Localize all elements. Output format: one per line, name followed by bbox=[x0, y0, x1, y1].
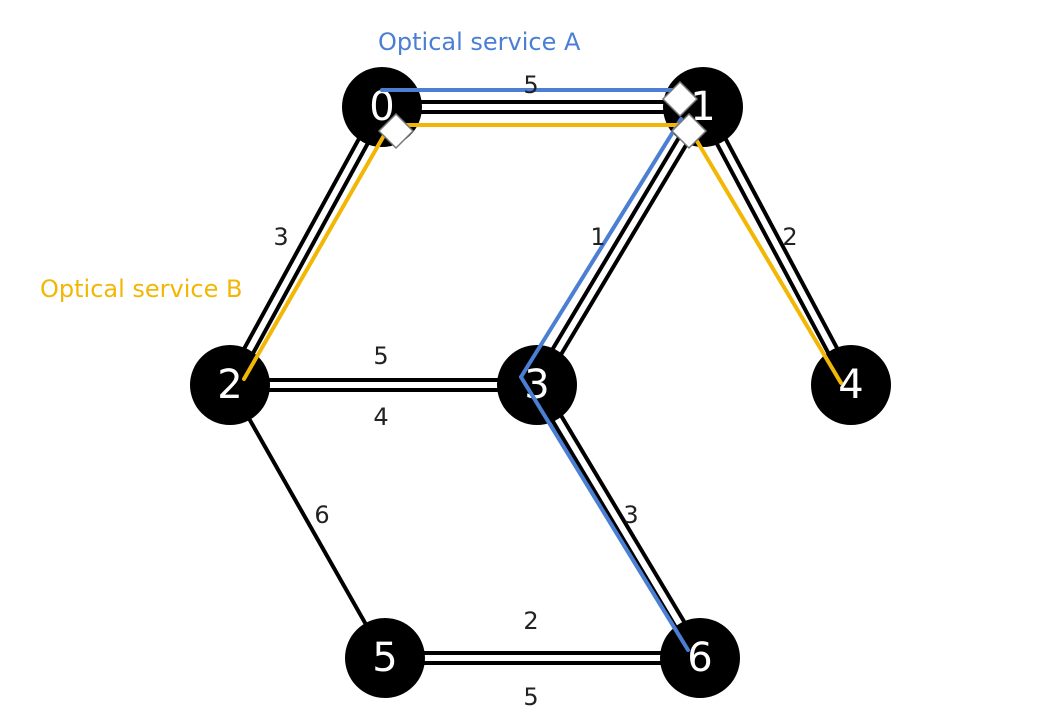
link-1-3 bbox=[530, 103, 710, 389]
link-3-6-strand-1 bbox=[539, 381, 707, 657]
legend-optical-service-b: Optical service B bbox=[40, 275, 243, 303]
link-0-1 bbox=[382, 100, 703, 114]
add-drop-marker-3 bbox=[670, 112, 708, 150]
link-0-2-weight-1: 3 bbox=[273, 223, 288, 251]
link-5-6-weight-1: 2 bbox=[523, 607, 538, 635]
service-path-service-a bbox=[380, 88, 690, 652]
node-4: 4 bbox=[811, 345, 891, 425]
node-5: 5 bbox=[345, 618, 425, 698]
link-0-2-strand-2 bbox=[223, 103, 380, 384]
service-segment-1 bbox=[242, 123, 392, 381]
link-1-4-strand-2 bbox=[696, 108, 849, 389]
link-1-4-strand-1 bbox=[705, 103, 858, 384]
link-1-4-weight-1: 2 bbox=[782, 223, 797, 251]
link-1-4 bbox=[696, 103, 858, 389]
service-segment-2 bbox=[519, 117, 683, 379]
node-5-circle bbox=[345, 618, 425, 698]
node-4-label: 4 bbox=[838, 362, 863, 408]
link-3-6-weight-1: 3 bbox=[623, 501, 638, 529]
add-drop-marker-1 bbox=[377, 112, 415, 150]
links-layer bbox=[223, 100, 858, 665]
service-segment-3 bbox=[689, 129, 843, 385]
link-5-6-weight-2: 5 bbox=[523, 683, 538, 711]
node-6: 6 bbox=[660, 618, 740, 698]
link-0-1-weight-1: 5 bbox=[523, 71, 538, 99]
add-drop-marker-2 bbox=[661, 80, 699, 118]
link-2-3-weight-1: 5 bbox=[373, 342, 388, 370]
link-1-3-strand-1 bbox=[539, 108, 710, 389]
link-0-2 bbox=[223, 103, 389, 389]
service-path-service-b bbox=[242, 123, 843, 385]
link-2-5 bbox=[228, 384, 387, 659]
add-drop-markers bbox=[377, 80, 708, 150]
node-3: 3 bbox=[497, 345, 577, 425]
services-layer bbox=[242, 88, 843, 652]
link-labels-layer: 5 3 1 2 5 4 6 3 2 5 bbox=[273, 71, 797, 711]
link-2-5-weight-1: 6 bbox=[314, 501, 329, 529]
link-0-2-strand-1 bbox=[232, 108, 389, 389]
link-5-6 bbox=[385, 651, 700, 665]
link-1-3-strand-2 bbox=[530, 103, 701, 384]
legend-optical-service-a: Optical service A bbox=[378, 28, 581, 56]
service-segment-3 bbox=[519, 375, 690, 652]
link-2-3-weight-2: 4 bbox=[373, 403, 388, 431]
node-3-circle bbox=[497, 345, 577, 425]
node-2-label: 2 bbox=[217, 362, 242, 408]
node-6-label: 6 bbox=[687, 635, 712, 681]
link-2-5-line bbox=[228, 384, 387, 659]
link-1-3-weight-1: 1 bbox=[590, 223, 605, 251]
node-5-label: 5 bbox=[372, 635, 397, 681]
link-2-3 bbox=[230, 378, 537, 392]
link-3-6 bbox=[530, 381, 707, 662]
